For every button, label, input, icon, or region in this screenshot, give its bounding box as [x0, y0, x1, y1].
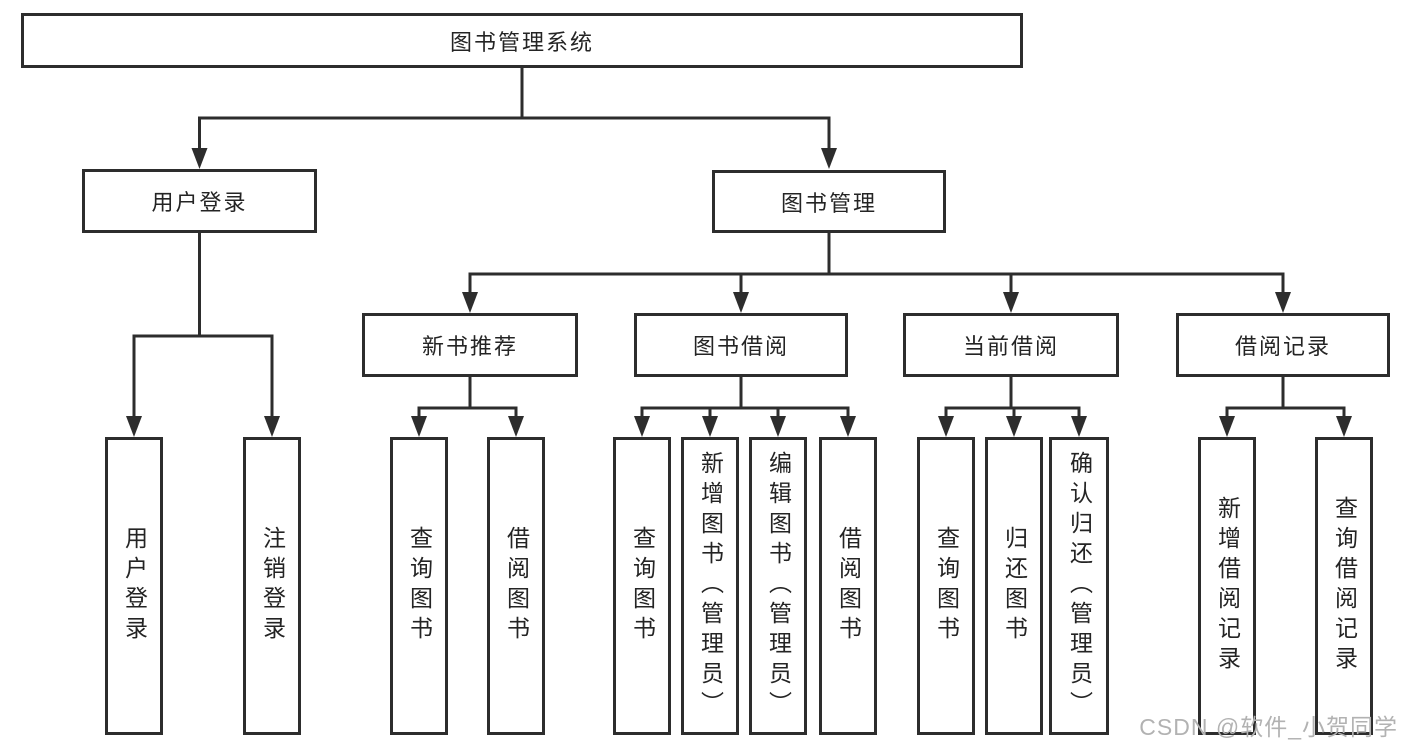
node-book-management-label: 图书管理 [780, 190, 877, 216]
arrowhead [1219, 416, 1235, 437]
node-book-borrowing: 图书借阅 [634, 313, 848, 377]
leaf-confirm-return-admin-label: 确认归还（管理员） [1066, 451, 1093, 721]
arrowhead [1336, 416, 1352, 437]
leaf-query-book-borrowing: 查询图书 [613, 437, 671, 735]
leaf-query-book-recommend-label: 查询图书 [406, 526, 433, 646]
leaf-add-book-admin: 新增图书（管理员） [681, 437, 739, 735]
arrowhead [1071, 416, 1087, 437]
leaf-query-book-recommend: 查询图书 [390, 437, 448, 735]
leaf-borrow-book-borrowing-label: 借阅图书 [835, 526, 862, 646]
node-borrowing-record-label: 借阅记录 [1234, 334, 1331, 359]
arrowhead [508, 416, 524, 437]
leaf-borrow-book-borrowing: 借阅图书 [819, 437, 877, 735]
arrowhead [191, 148, 208, 169]
arrowhead [634, 416, 650, 437]
leaf-edit-book-admin: 编辑图书（管理员） [749, 437, 807, 735]
arrowhead [1006, 416, 1022, 437]
leaf-logout: 注销登录 [243, 437, 301, 735]
arrowhead [126, 416, 142, 437]
node-new-book-recommend: 新书推荐 [362, 313, 578, 377]
node-borrowing-record: 借阅记录 [1176, 313, 1390, 377]
leaf-add-borrow-record-label: 新增借阅记录 [1214, 496, 1241, 676]
arrowhead [1003, 292, 1019, 313]
leaf-add-borrow-record: 新增借阅记录 [1198, 437, 1256, 735]
node-current-borrowing: 当前借阅 [903, 313, 1119, 377]
arrowhead [733, 292, 749, 313]
leaf-logout-label: 注销登录 [259, 526, 286, 646]
leaf-query-book-borrowing-label: 查询图书 [629, 526, 656, 646]
arrowhead [462, 292, 478, 313]
arrowhead [821, 148, 837, 169]
leaf-query-book-current-label: 查询图书 [933, 526, 960, 646]
arrowhead [770, 416, 786, 437]
leaf-return-book-label: 归还图书 [1001, 526, 1028, 646]
arrowhead [840, 416, 856, 437]
leaf-add-book-admin-label: 新增图书（管理员） [697, 451, 724, 721]
node-new-book-recommend-label: 新书推荐 [421, 334, 518, 359]
leaf-edit-book-admin-label: 编辑图书（管理员） [765, 451, 792, 721]
node-user-login-label: 用户登录 [151, 190, 248, 215]
csdn-watermark: CSDN @软件_小贺同学 [1139, 714, 1398, 740]
leaf-confirm-return-admin: 确认归还（管理员） [1049, 437, 1109, 735]
node-current-borrowing-label: 当前借阅 [962, 334, 1059, 359]
leaf-borrow-book-recommend: 借阅图书 [487, 437, 545, 735]
arrowhead [1275, 292, 1291, 313]
leaf-query-book-current: 查询图书 [917, 437, 975, 735]
arrowhead [264, 416, 280, 437]
arrowhead [938, 416, 954, 437]
arrowhead [702, 416, 718, 437]
node-root: 图书管理系统 [21, 13, 1023, 68]
arrowhead [411, 416, 427, 437]
node-user-login: 用户登录 [82, 169, 317, 233]
leaf-borrow-book-recommend-label: 借阅图书 [503, 526, 530, 646]
node-book-management: 图书管理 [712, 170, 946, 233]
node-root-label: 图书管理系统 [449, 29, 594, 55]
leaf-user-login-label: 用户登录 [121, 526, 148, 646]
node-book-borrowing-label: 图书借阅 [692, 334, 789, 359]
leaf-query-borrow-record-label: 查询借阅记录 [1331, 496, 1358, 676]
leaf-user-login: 用户登录 [105, 437, 163, 735]
leaf-return-book: 归还图书 [985, 437, 1043, 735]
leaf-query-borrow-record: 查询借阅记录 [1315, 437, 1373, 735]
